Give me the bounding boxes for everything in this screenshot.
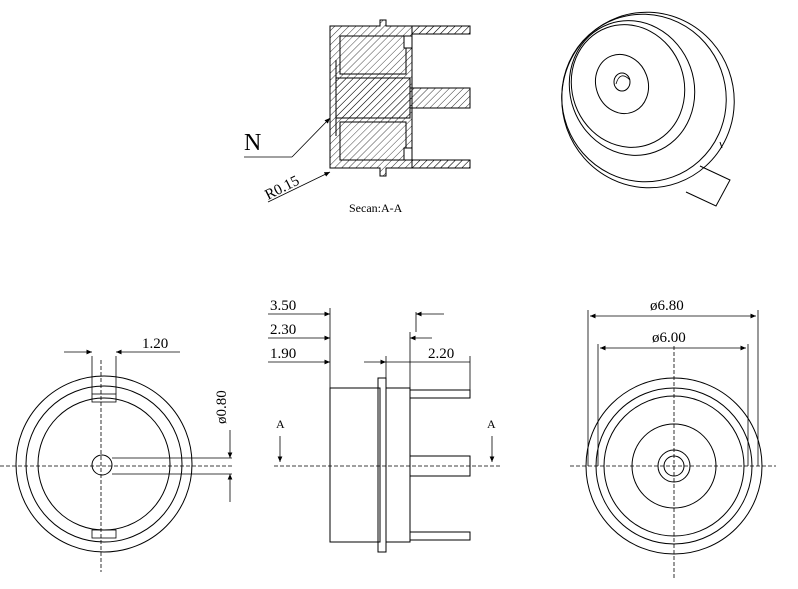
end-outer-circle [585, 377, 763, 555]
dim-680-label: ø6.80 [650, 298, 684, 314]
front-bottom-slot [91, 529, 117, 539]
end-mid-circle [595, 387, 753, 545]
end-pin-inner [663, 455, 685, 477]
dim-230-label: 2.30 [270, 322, 296, 338]
side-center-pin [409, 455, 471, 477]
side-view: A A 3.50 2.30 1.90 2.20 [268, 298, 500, 553]
notch-top [403, 35, 413, 49]
label-r015: R0.15 [263, 173, 303, 204]
dim-220-label: 2.20 [428, 346, 454, 362]
dim-080-label: ø0.80 [214, 390, 230, 424]
dim-190-label: 1.90 [270, 346, 296, 362]
side-body [329, 387, 381, 543]
top-lead [411, 25, 471, 35]
cavity-top-fill [339, 35, 407, 75]
iso-front-inner [570, 24, 686, 148]
iso-lead [685, 165, 731, 207]
end-view: ø6.80 ø6.00 [570, 298, 776, 580]
isometric-view [561, 11, 735, 207]
iso-center-ring [595, 53, 649, 115]
dim-350-label: 3.50 [270, 298, 296, 314]
center-pin [409, 87, 471, 109]
front-top-slot [91, 393, 117, 403]
side-rear [385, 387, 411, 543]
dim-600-label: ø6.00 [652, 330, 686, 346]
r-leader [267, 171, 331, 203]
bottom-lead [411, 159, 471, 169]
iso-center-hole [613, 72, 631, 92]
n-leader [291, 117, 331, 158]
side-top-lead [409, 389, 471, 399]
front-mid-circle [25, 385, 183, 543]
front-outer-circle [15, 375, 193, 553]
iso-front [568, 20, 696, 156]
section-caption: Secan:A-A [349, 201, 403, 215]
label-n: N [244, 130, 261, 156]
cavity-bottom-fill [339, 121, 407, 161]
section-label-left: A [276, 417, 285, 431]
end-pin-outer [657, 449, 691, 483]
end-body-circle [603, 395, 745, 537]
notch-bottom [403, 147, 413, 161]
front-view: 1.20 ø0.80 [0, 336, 233, 572]
iso-rear [561, 11, 735, 189]
section-view: N R0.15 Secan:A-A [244, 19, 471, 215]
side-bottom-lead [409, 531, 471, 541]
end-ring-circle [631, 423, 717, 509]
iso-center-spiral [615, 75, 631, 85]
front-inner-circle [37, 397, 171, 531]
front-center-hole [91, 454, 113, 476]
dim-120-label: 1.20 [142, 336, 168, 352]
iso-ring [561, 13, 727, 183]
central-insert [335, 77, 411, 119]
section-label-right: A [487, 417, 496, 431]
side-flange [377, 377, 387, 553]
